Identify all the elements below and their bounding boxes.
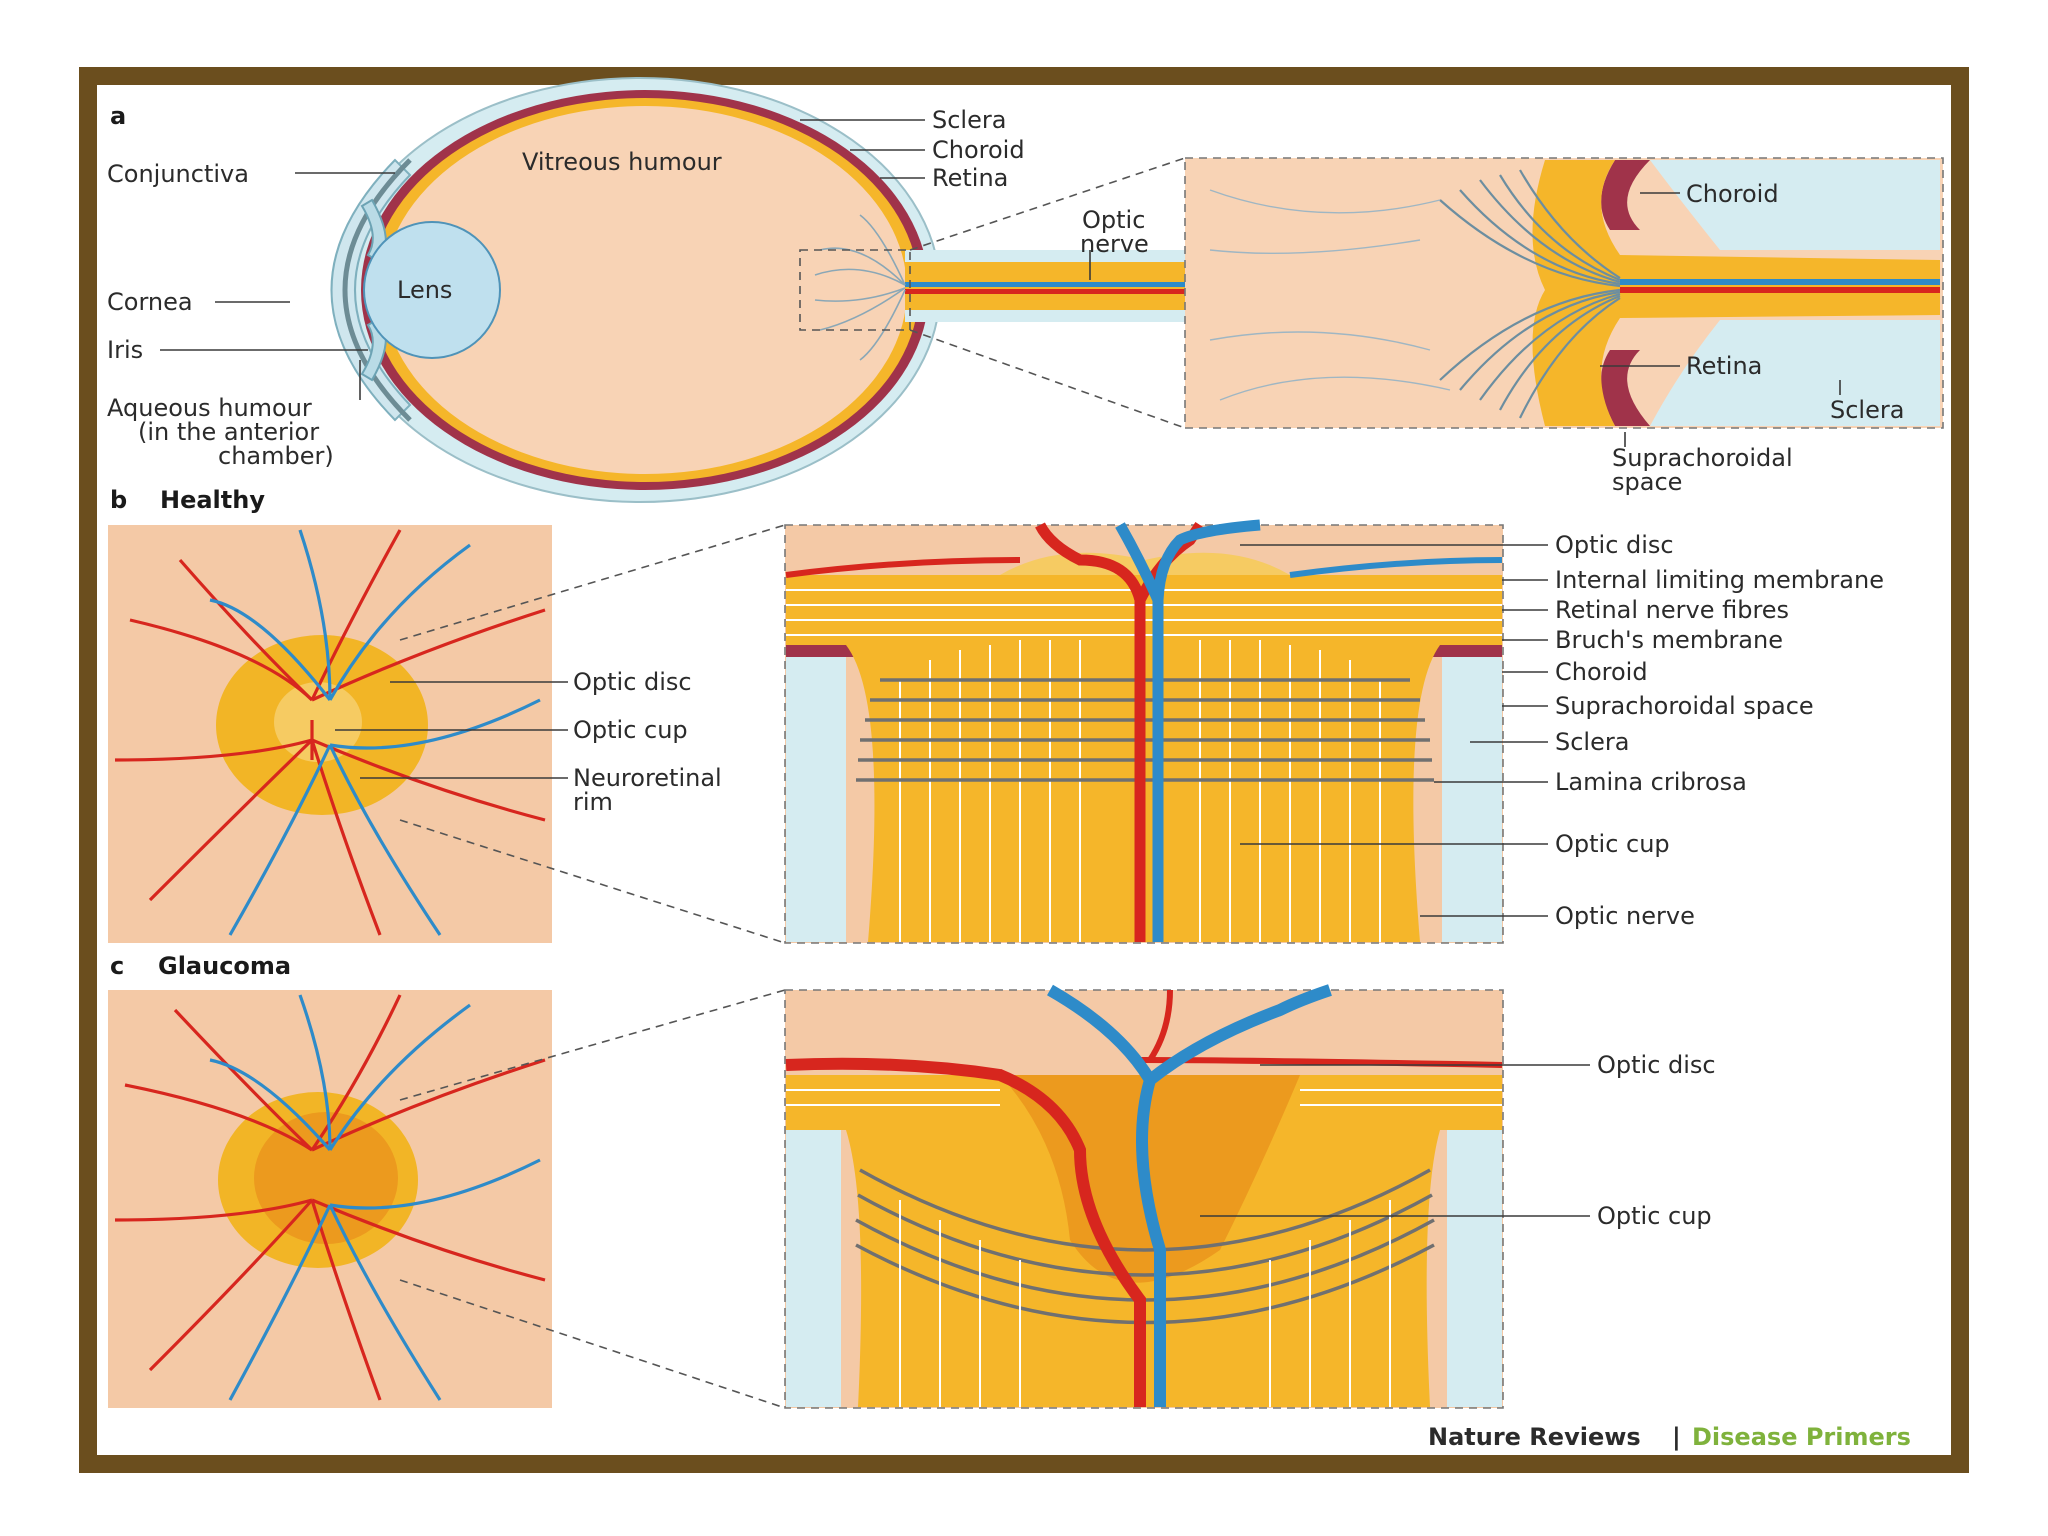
label-aqueous-humour-line3: chamber) [218,442,334,470]
fundus-veins [209,994,541,1401]
fundus-arteries [114,994,546,1401]
optic-cup [274,682,362,762]
panel-b-section-labels: Optic disc Internal limiting membrane Re… [1555,531,1884,930]
label-optic-nerve-line2: nerve [1080,230,1149,258]
panel-b-section-leaders [1240,544,1548,917]
credit-line: Nature Reviews | Disease Primers [1428,1423,1911,1451]
inset-sclera [1650,160,1940,426]
optic-nerve-vein [905,282,1190,287]
panel-b-letter: b [110,486,127,514]
section-sclera-right [1442,655,1502,942]
surface-artery-top [1147,989,1173,1062]
panel-c-connector-bottom [399,1279,786,1409]
retinal-vessels [814,214,906,361]
section-label-internal-limiting-membrane: Internal limiting membrane [1555,566,1884,594]
section-label-sclera: Sclera [1555,728,1629,756]
fundus-glaucoma [108,990,552,1408]
inset-label-suprachoroidal: Suprachoroidal [1612,444,1793,472]
label-sclera: Sclera [932,106,1006,134]
inset-choroid [1601,160,1650,426]
section-label-lamina-cribrosa: Lamina cribrosa [1555,768,1747,796]
section-label-retinal-nerve-fibres: Retinal nerve fibres [1555,596,1789,624]
section-label-bruchs-membrane: Bruch's membrane [1555,626,1783,654]
inset-label-suprachoroidal-line2: space [1612,468,1682,496]
label-optic-nerve: Optic [1082,206,1145,234]
fundus-healthy [108,525,552,943]
inset-label-sclera: Sclera [1830,396,1904,424]
section-sclera-left [786,1130,841,1407]
section-label-optic-nerve: Optic nerve [1555,902,1695,930]
label-vitreous-humour: Vitreous humour [522,148,722,176]
optic-nerve-artery [905,289,1190,294]
lens [363,221,501,359]
retina-surface-vein [1289,557,1503,578]
section-sclera-left [786,655,846,942]
label-conjunctiva: Conjunctiva [107,160,249,188]
label-lens: Lens [397,276,452,304]
label-choroid: Choroid [932,136,1025,164]
section-label-optic-cup: Optic cup [1555,830,1670,858]
panel-a-leaders [160,119,1841,447]
optic-cup-enlarged [254,1112,398,1244]
central-retinal-vein [1047,984,1332,1407]
panel-a: a [107,77,1944,503]
label-fundus-optic-cup: Optic cup [573,716,688,744]
inset-nerve-fibres [1439,169,1621,419]
nerve-fibre-lines [786,1089,1502,1106]
conjunctiva [342,158,412,422]
central-retinal-artery [785,1057,1146,1407]
inset-artery [1620,287,1940,293]
cornea [330,158,412,422]
inset-label-retina: Retina [1686,352,1762,380]
section-glaucoma [784,984,1504,1409]
label-retina: Retina [932,164,1008,192]
label-aqueous-humour-line2: (in the anterior [138,418,319,446]
central-retinal-vein [1115,519,1261,942]
inset-thin-vessels [1209,189,1451,401]
zoom-connector-top [909,157,1186,251]
panel-b: b Healthy [108,486,1884,944]
section-label-optic-disc: Optic disc [1555,531,1674,559]
section-label-optic-disc: Optic disc [1597,1051,1716,1079]
label-aqueous-humour: Aqueous humour [107,394,312,422]
nerve-fibre-columns [899,1200,1391,1407]
panel-a-letter: a [110,102,126,130]
section-label-optic-cup: Optic cup [1597,1202,1712,1230]
optic-nerve-head-inset [1184,157,1944,429]
section-sclera-right [1447,1130,1502,1407]
fundus-arteries [114,529,546,936]
nerve-fibre-columns [899,640,1381,942]
retina-surface-vessels [785,557,1021,578]
credit-series: Disease Primers [1692,1423,1911,1451]
section-label-suprachoroidal-space: Suprachoroidal space [1555,692,1814,720]
section-label-choroid: Choroid [1555,658,1648,686]
panel-b-title: Healthy [160,486,265,514]
label-fundus-neuroretinal-rim: Neuroretinal [573,764,722,792]
section-healthy [784,519,1504,944]
vitreous-humour [383,106,907,474]
inset-vein [1620,279,1940,285]
zoom-region-box [799,249,911,331]
credit-separator: | [1672,1423,1681,1451]
label-fundus-neuroretinal-rim-line2: rim [573,788,613,816]
panel-c-title: Glaucoma [158,952,291,980]
fundus-veins [209,529,541,936]
panel-c-connector-top [399,989,786,1101]
panel-b-connector-bottom [399,819,786,944]
zoom-connector-bottom [909,329,1186,429]
eyeball-cross-section [330,77,1190,503]
panel-c: c Glaucoma [108,952,1716,1409]
label-iris: Iris [107,336,143,364]
panel-b-connector-top [399,524,786,641]
label-cornea: Cornea [107,288,193,316]
credit-journal: Nature Reviews [1428,1423,1641,1451]
panel-c-letter: c [110,952,124,980]
inset-label-choroid: Choroid [1686,180,1779,208]
label-fundus-optic-disc: Optic disc [573,668,692,696]
